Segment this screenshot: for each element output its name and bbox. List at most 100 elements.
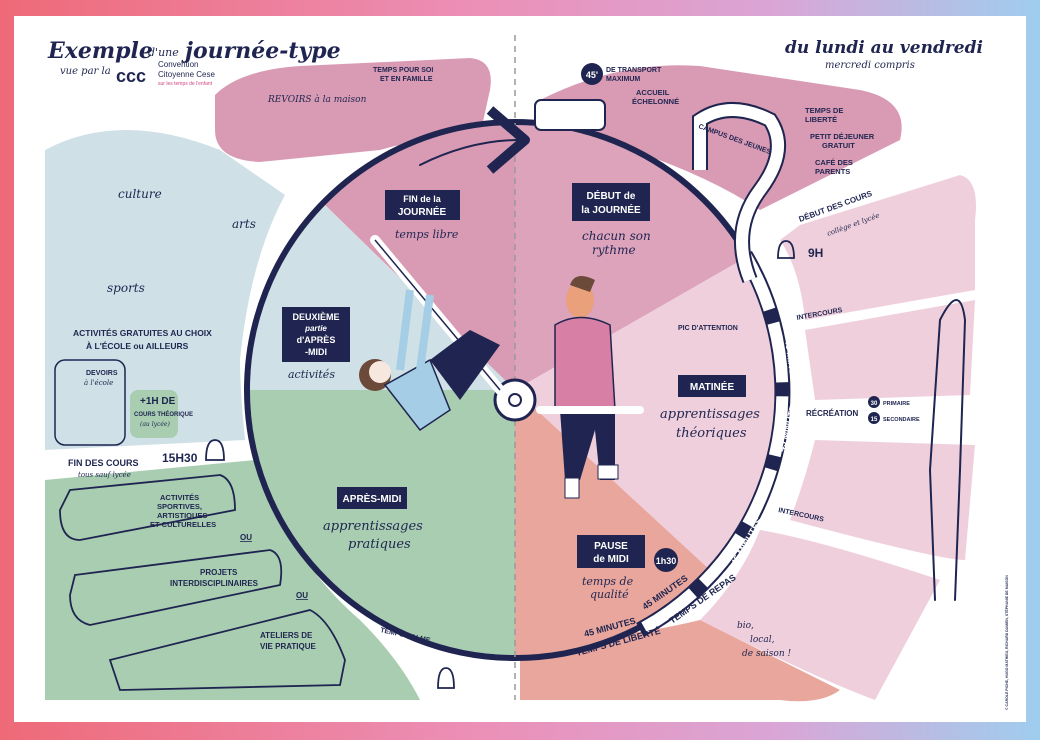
freedom-time-label: TEMPS DE (805, 106, 843, 115)
option-sports-label-3: ARTISTIQUES (157, 511, 207, 520)
region-class-1 (780, 175, 976, 320)
day-start-box (572, 183, 650, 221)
transport-badge-value: 45' (586, 70, 598, 80)
bus-icon (534, 99, 606, 131)
parents-cafe-label: CAFÉ DES (815, 158, 853, 167)
end-of-day-caption: temps libre (395, 228, 459, 241)
arts-label: arts (232, 217, 256, 231)
day-start-title-2: la JOURNÉE (581, 203, 641, 216)
end-classes-time: 15H30 (162, 451, 198, 465)
region-morning-arrival (540, 65, 902, 210)
morning-box (678, 375, 746, 397)
transport-badge (581, 63, 603, 85)
days-sublabel: mercredi compris (825, 60, 915, 71)
region-class-3 (790, 440, 975, 560)
morning-ring-inner (637, 251, 789, 636)
attention-peak-label: PIC D'ATTENTION (678, 325, 738, 332)
option-workshops-label-2: VIE PRATIQUE (260, 642, 317, 651)
svg-text:Convention: Convention (158, 60, 198, 69)
option-sports-label-4: ET CULTURELLES (150, 520, 216, 529)
infographic-card: Exemple d'une journée-type vue par la cc… (14, 16, 1026, 722)
arrow-head-icon (486, 106, 530, 174)
ring-label-5min-2: 5' (757, 487, 769, 497)
ring-label-5min-1: 5' (775, 304, 787, 314)
second-afternoon-box (282, 307, 350, 362)
title-exemple: Exemple (47, 38, 153, 64)
end-classes-label: FIN DES COURS (68, 458, 139, 468)
extra-course-label: +1H DE (140, 396, 176, 407)
afternoon-box (337, 487, 407, 509)
bell-icon-calm (437, 667, 455, 689)
free-activities-label: ACTIVITÉS GRATUITES AU CHOIX (73, 328, 212, 338)
extra-course-box (130, 390, 178, 438)
region-class-4 (700, 530, 940, 700)
family-time-label-2: ET EN FAMILLE (380, 76, 433, 83)
girl-illustration (359, 289, 500, 432)
morning-title: MATINÉE (690, 380, 735, 393)
staggered-welcome-label: ACCUEIL (636, 88, 670, 97)
teacher-illustration (928, 299, 967, 601)
breakfast-label-2: GRATUIT (822, 141, 855, 150)
svg-text:ccc: ccc (116, 66, 146, 86)
culture-label: culture (118, 187, 162, 201)
sector-afternoon (250, 390, 515, 655)
end-of-day-title: FIN de la (403, 194, 442, 204)
sector-morning (515, 258, 781, 570)
end-classes-sublabel: tous sauf lycée (78, 471, 131, 479)
title-dune: d'une (148, 46, 179, 59)
extra-course-label-2: COURS THÉORIQUE (134, 410, 193, 418)
lunch-break-title: PAUSE (594, 541, 628, 552)
lunch-caption-2: qualité (590, 588, 629, 601)
time-arrow-icon (419, 139, 521, 166)
day-start-caption: chacun son (582, 229, 651, 243)
second-afternoon-title-4: -MIDI (305, 347, 327, 357)
subtitle: vue par la (60, 66, 111, 77)
clock-hub-center (508, 393, 522, 407)
afternoon-caption-2: pratiques (348, 537, 411, 552)
credits: © CAROLE PICHE, HUGO MATHIEU, RICHARD DA… (1004, 575, 1009, 710)
boy-illustration (536, 276, 644, 499)
home-review-label: REVOIRS à la maison (267, 94, 367, 105)
sector-end-of-day (325, 124, 515, 390)
day-diagram: Exemple d'une journée-type vue par la cc… (45, 35, 1009, 710)
secondary-badge-value: 15 (871, 417, 878, 423)
primary-badge (868, 396, 880, 408)
second-afternoon-title-2: partie (304, 324, 327, 333)
parents-cafe-label-2: PARENTS (815, 167, 850, 176)
option-sports-label: ACTIVITÉS (160, 493, 199, 502)
or-label-2: OU (296, 591, 308, 600)
day-start-title: DÉBUT de (587, 189, 636, 202)
option-workshops-frame (108, 609, 346, 691)
lunch-caption: temps de (582, 575, 634, 588)
lunch-duration: 1h30 (656, 556, 677, 566)
day-start-caption-2: rythme (592, 243, 636, 257)
campus-arch (694, 104, 784, 283)
svg-text:sur les temps de l'enfant: sur les temps de l'enfant (158, 81, 213, 87)
bell-icon (205, 439, 225, 461)
homework-label: DEVOIRS (86, 370, 118, 377)
days-label: du lundi au vendredi (785, 38, 983, 58)
primary-label: PRIMAIRE (883, 401, 910, 407)
secondary-label: SECONDAIRE (883, 417, 920, 423)
or-label: OU (240, 533, 252, 542)
end-of-day-title-2: JOURNÉE (398, 205, 447, 218)
svg-text:Citoyenne Cese: Citoyenne Cese (158, 70, 215, 79)
lunch-break-box (577, 535, 645, 568)
second-afternoon-title-3: d'APRÈS (297, 335, 336, 345)
lunch-break-title-2: de MIDI (593, 554, 629, 565)
option-sports-label-2: SPORTIVES, (157, 502, 202, 511)
food-label-3: de saison ! (742, 649, 792, 659)
morning-caption-2: théoriques (676, 426, 747, 441)
option-projects-frame (69, 549, 283, 626)
afternoon-title: APRÈS-MIDI (343, 492, 402, 505)
cese-logo: ccc Convention Citoyenne Cese sur les te… (116, 60, 215, 87)
transport-label-2: MAXIMUM (606, 76, 640, 83)
second-afternoon-caption: activités (288, 368, 335, 381)
transport-label: DE TRANSPORT (606, 67, 662, 74)
option-sports-frame (59, 474, 236, 541)
afternoon-caption: apprentissages (323, 519, 423, 534)
free-activities-label-2: À L'ÉCOLE ou AILLEURS (86, 341, 189, 351)
primary-badge-value: 30 (871, 401, 878, 407)
food-label-2: local, (750, 635, 775, 645)
option-projects-label-2: INTERDISCIPLINAIRES (170, 579, 259, 588)
